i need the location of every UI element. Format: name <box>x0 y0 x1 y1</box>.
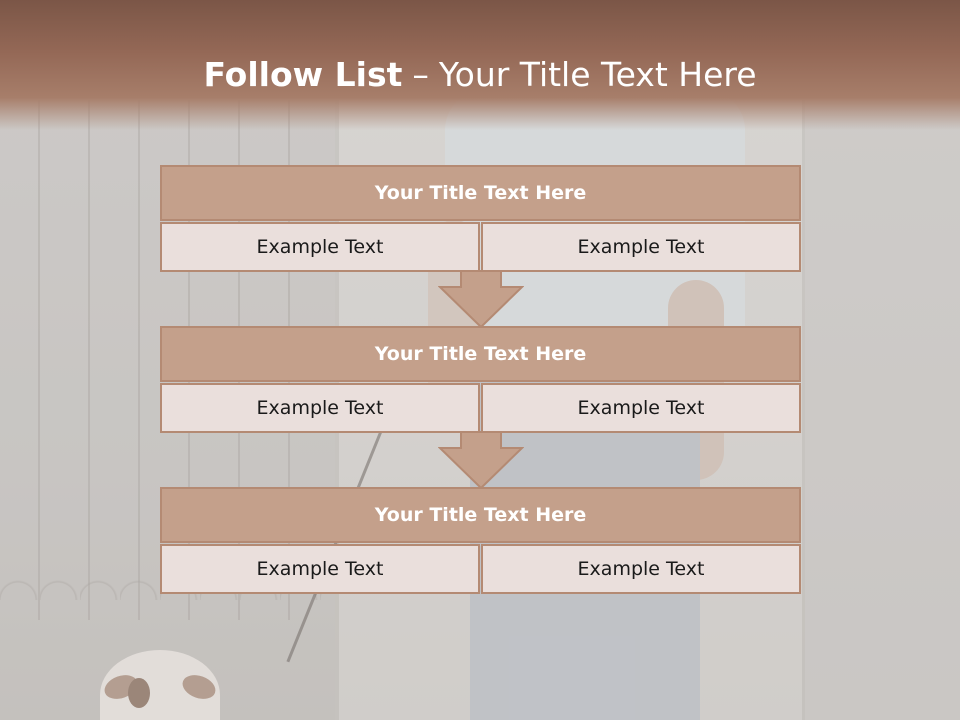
slide-title: Follow List–Your Title Text Here <box>0 50 960 100</box>
list-block: Your Title Text Here Example Text Exampl… <box>160 326 801 433</box>
title-rest-part: Your Title Text Here <box>438 55 757 94</box>
block-row: Example Text Example Text <box>160 383 801 433</box>
door-panel-line <box>88 100 90 620</box>
block-cell: Example Text <box>481 222 801 272</box>
block-cell: Example Text <box>160 383 480 433</box>
door-panel-line <box>38 100 40 620</box>
list-block: Your Title Text Here Example Text Exampl… <box>160 487 801 594</box>
block-row: Example Text Example Text <box>160 544 801 594</box>
list-block: Your Title Text Here Example Text Exampl… <box>160 165 801 272</box>
block-header: Your Title Text Here <box>160 165 801 221</box>
block-cell: Example Text <box>481 383 801 433</box>
block-cell: Example Text <box>481 544 801 594</box>
door-panel-line <box>138 100 140 620</box>
block-header: Your Title Text Here <box>160 487 801 543</box>
title-band <box>0 0 960 130</box>
block-header: Your Title Text Here <box>160 326 801 382</box>
down-arrow-icon <box>438 431 524 489</box>
down-arrow-icon <box>438 270 524 328</box>
title-dash: – <box>412 55 429 94</box>
block-cell: Example Text <box>160 544 480 594</box>
background-right-door <box>805 100 960 720</box>
stone-edge <box>802 100 806 720</box>
dog-patch <box>128 678 150 708</box>
block-cell: Example Text <box>160 222 480 272</box>
block-row: Example Text Example Text <box>160 222 801 272</box>
title-bold-part: Follow List <box>203 55 403 94</box>
